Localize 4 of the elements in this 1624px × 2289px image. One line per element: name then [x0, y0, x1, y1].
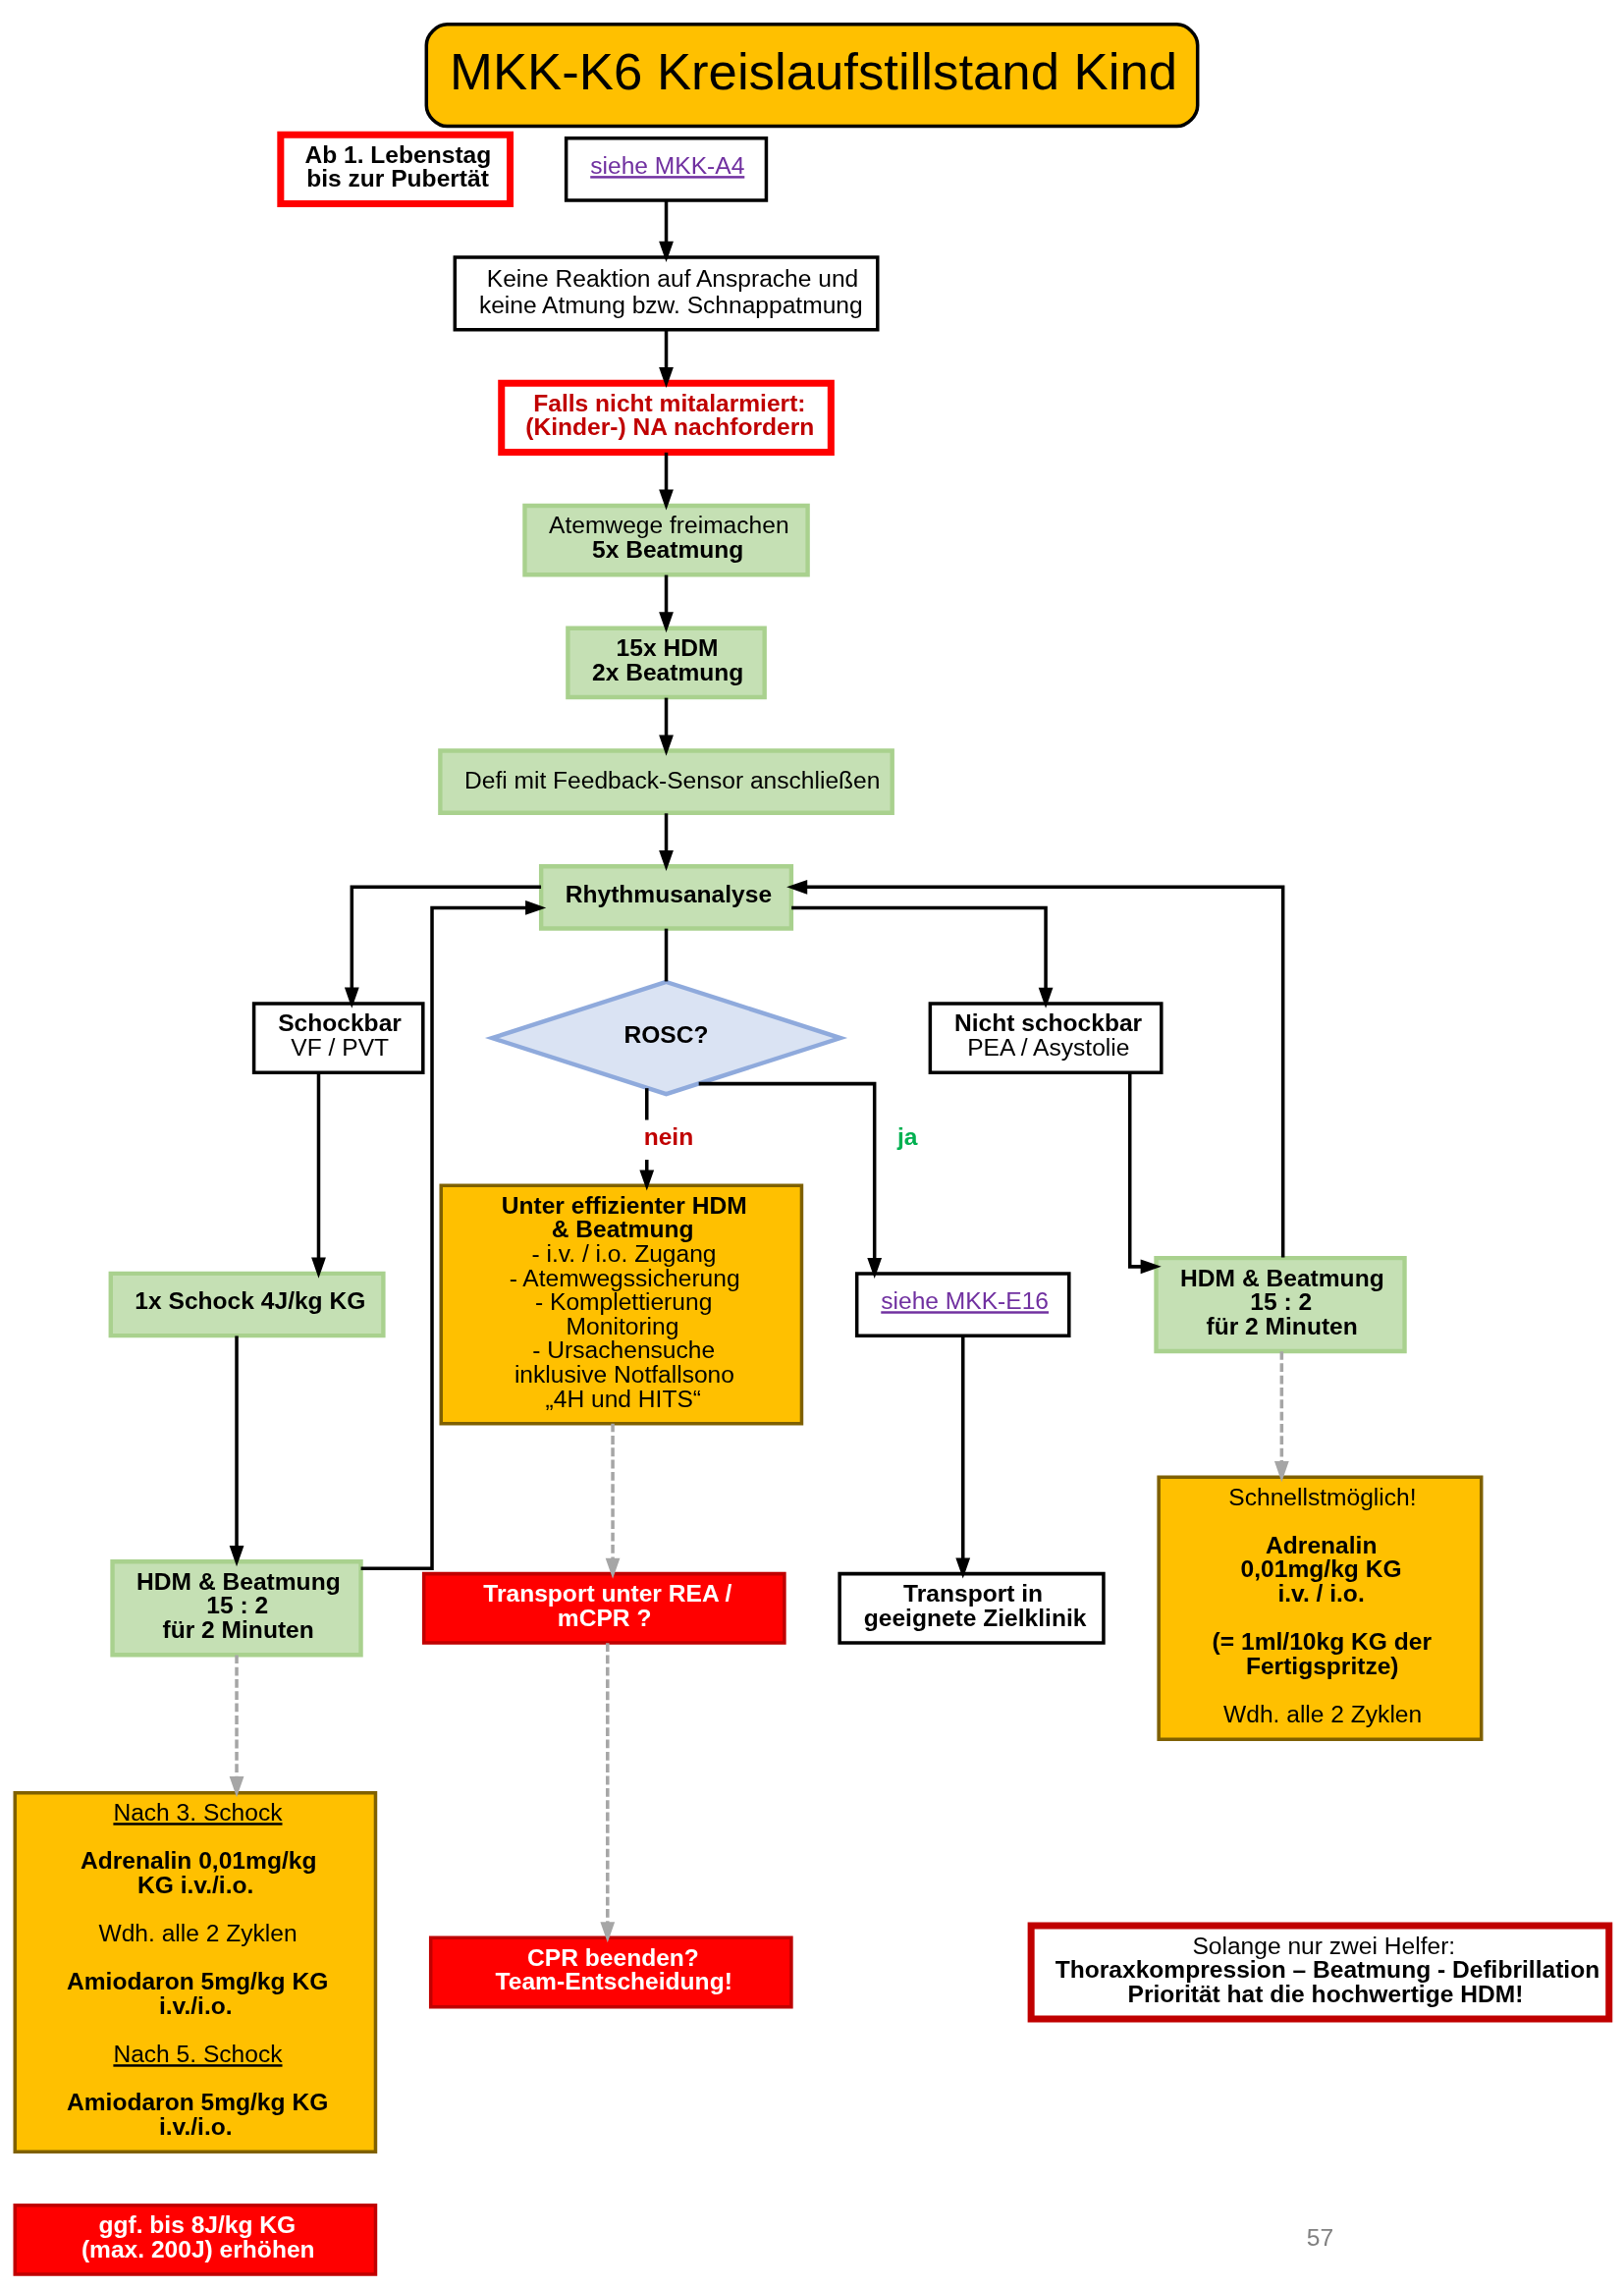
label: 57 [1306, 2223, 1334, 2251]
edge-label: ja [896, 1122, 918, 1150]
diagram-title: MKK-K6 Kreislaufstillstand Kind [450, 41, 1178, 100]
edge-label: nein [643, 1122, 694, 1150]
